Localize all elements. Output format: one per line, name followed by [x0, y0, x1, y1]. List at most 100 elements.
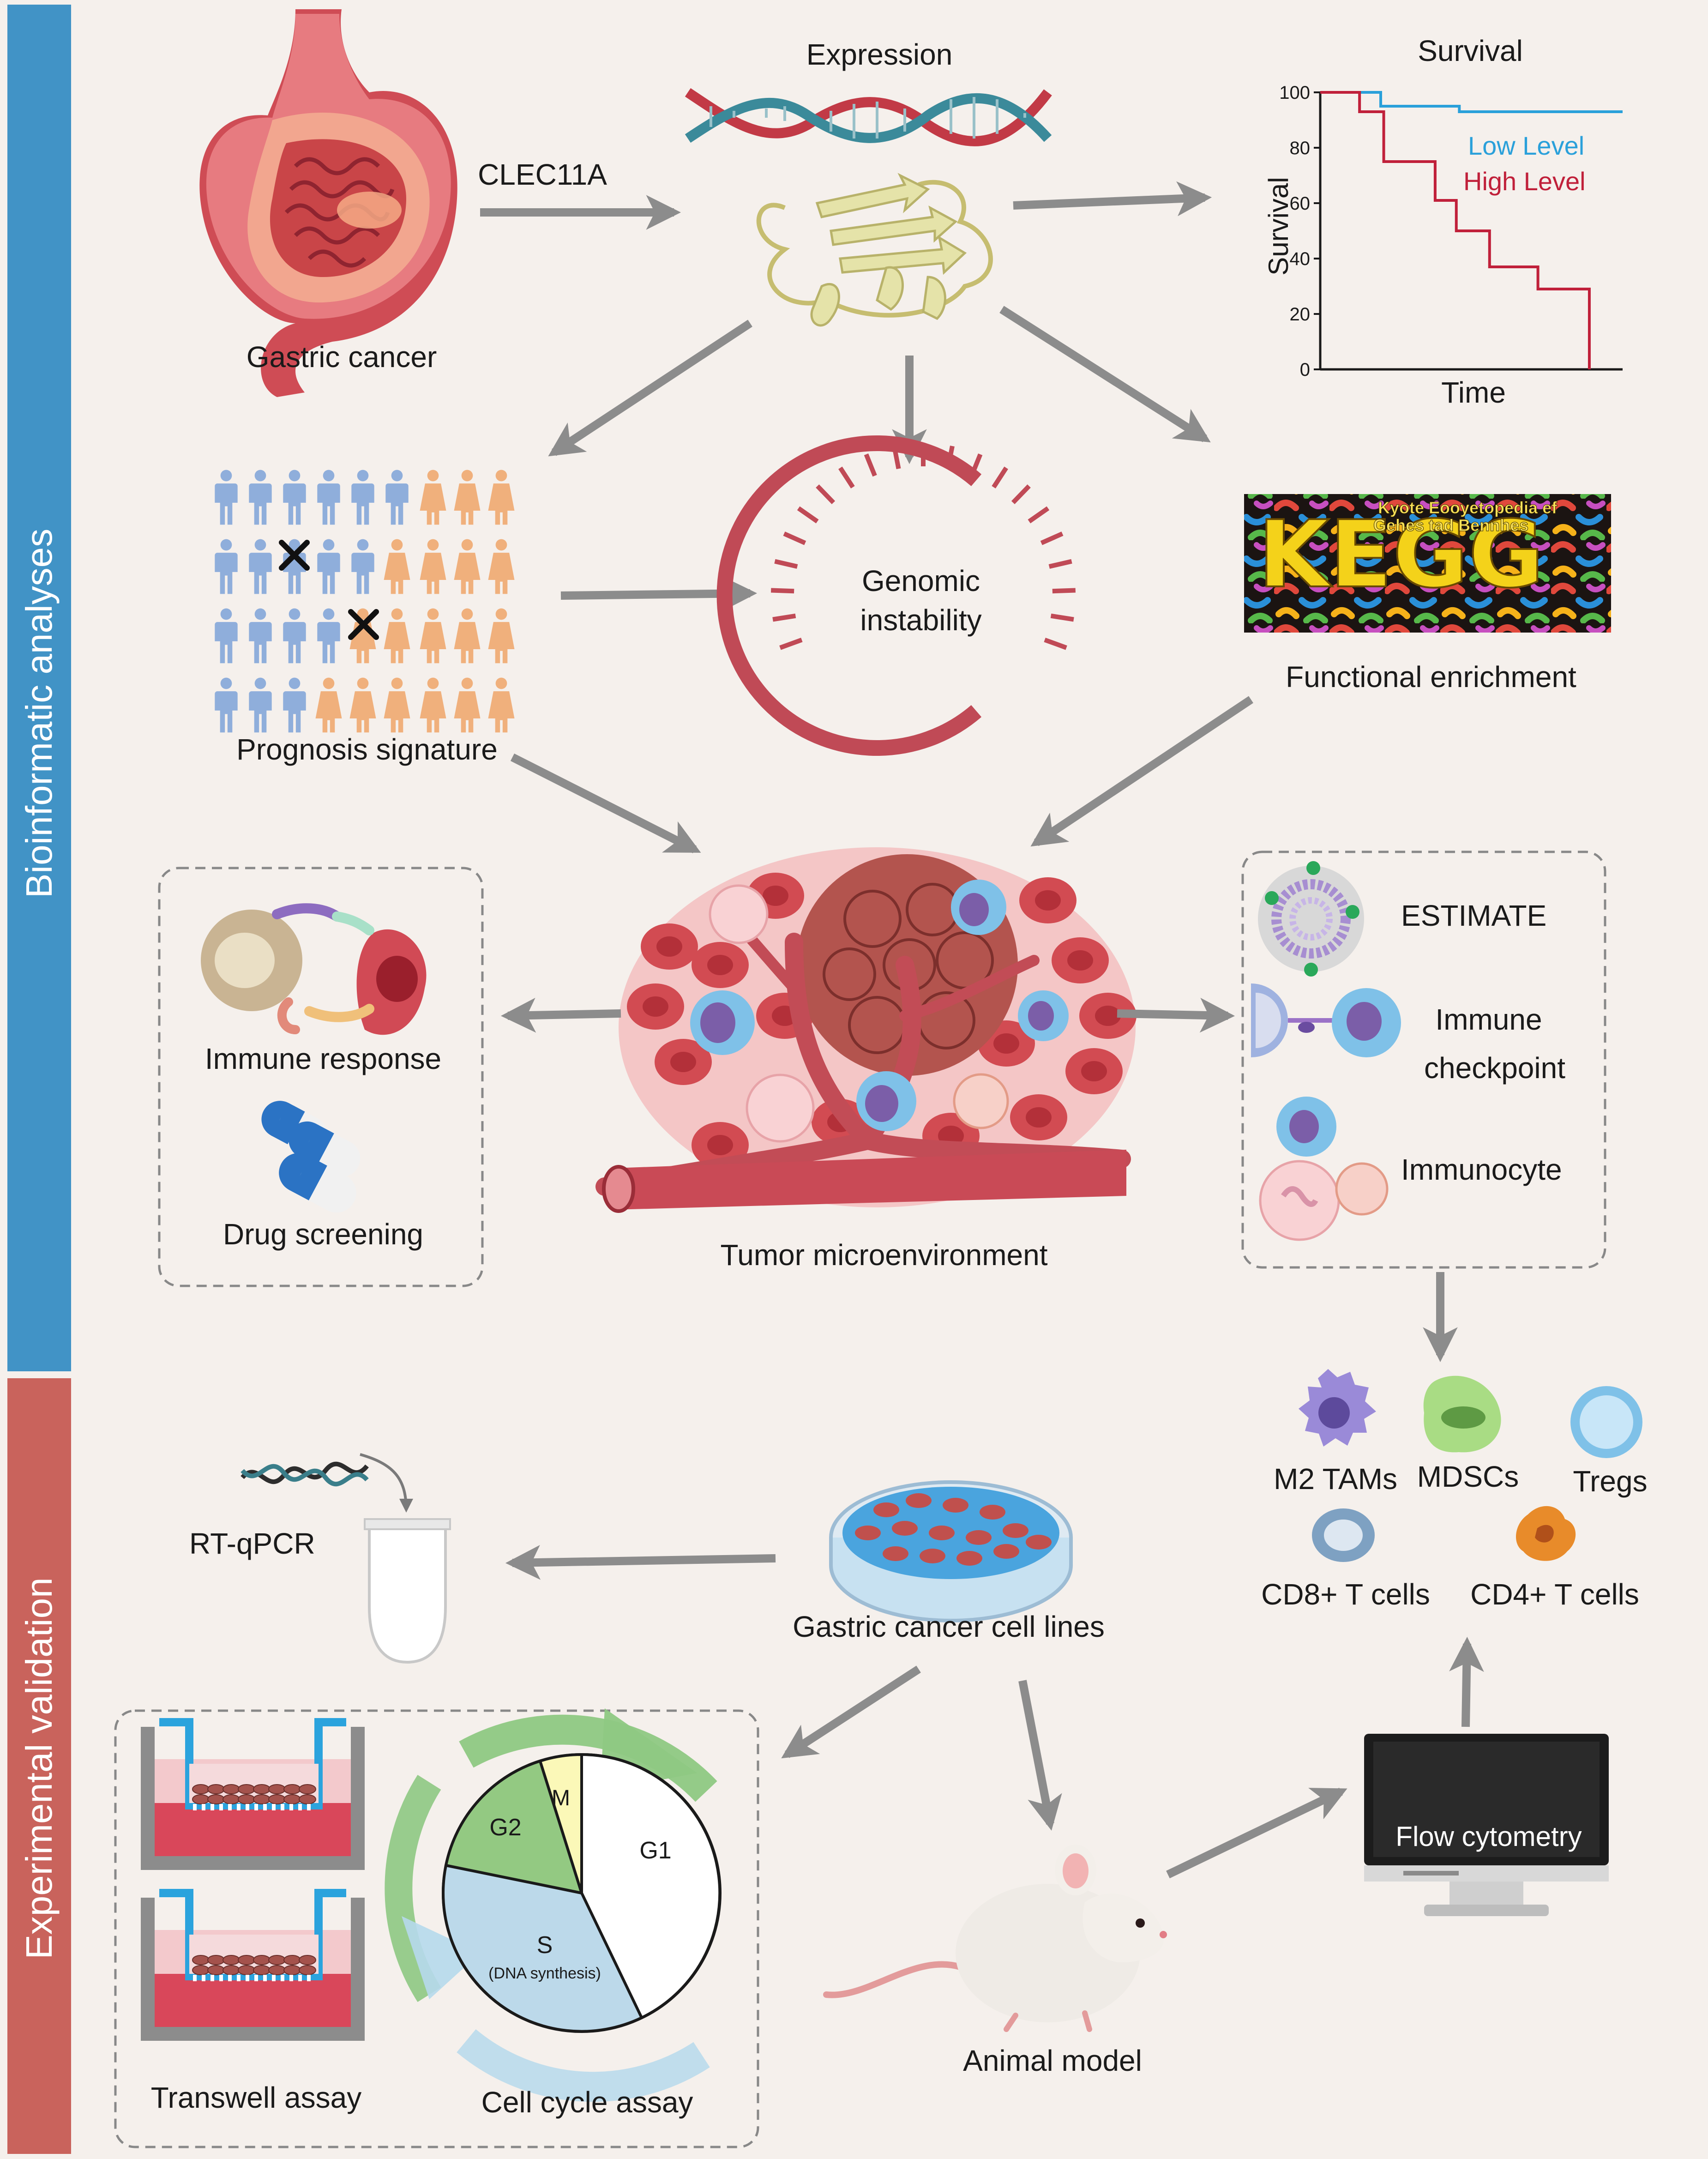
kegg-title-text: Kyote Eooyetopedia ef: [1378, 498, 1558, 517]
m-label: M: [552, 1786, 570, 1810]
arrow-cell-lines-to-assays: [781, 1665, 921, 1759]
arrow-animal-to-flow: [1166, 1787, 1347, 1879]
migrating-cell: [238, 1965, 255, 1975]
migrating-cell: [238, 1794, 255, 1804]
sidebar: Bioinformatic analyses Experimental vali…: [7, 5, 71, 2154]
flow-cytometry-label: Flow cytometry: [1395, 1821, 1582, 1852]
survival-tick-label: 60: [1290, 193, 1311, 214]
prognosis-label: Prognosis signature: [236, 733, 498, 766]
deceased-marks: [279, 540, 379, 640]
cultured-cell: [1003, 1523, 1028, 1538]
migrating-cell: [268, 1955, 286, 1965]
estimate-label: ESTIMATE: [1401, 899, 1546, 932]
migrating-cell: [299, 1794, 316, 1804]
migrating-cell: [283, 1965, 301, 1975]
immunocyte-icon: [1259, 1097, 1389, 1241]
migrating-cell: [299, 1965, 316, 1975]
left-dashed-box: [158, 867, 484, 1287]
arrow-flow-to-immune-cells: [1449, 1636, 1484, 1727]
kegg-logo: KEGG Kyote Eooyetopedia ef Gehes tad Ben…: [1244, 494, 1611, 633]
expression-label: Expression: [806, 38, 953, 71]
tme-label: Tumor microenvironment: [721, 1238, 1048, 1272]
migrating-cell: [268, 1794, 286, 1804]
dna-tooth: [969, 453, 983, 477]
dna-tooth: [774, 559, 798, 569]
cultured-cell: [892, 1521, 918, 1536]
survival-tick-label: 40: [1290, 249, 1311, 269]
migrating-cell: [223, 1965, 240, 1975]
immunocyte-label: Immunocyte: [1401, 1153, 1562, 1186]
survival-ylabel: Survival: [1263, 177, 1294, 275]
cross-mark-1: [279, 540, 310, 571]
survival-tick-label: 80: [1290, 138, 1311, 158]
dna-tooth: [779, 638, 803, 650]
migrating-cell: [192, 1794, 210, 1804]
migrating-cell: [223, 1784, 240, 1794]
survival-series: [1320, 91, 1623, 369]
drug-capsules-illustration: [261, 1101, 361, 1213]
migrating-cell: [283, 1784, 301, 1794]
genomic-instability-dna-arc: [716, 435, 1076, 756]
mdscs-label: MDSCs: [1417, 1460, 1519, 1493]
migrating-cell: [268, 1965, 286, 1975]
migrating-cell: [238, 1784, 255, 1794]
cultured-cell: [929, 1526, 955, 1540]
dna-tooth: [892, 446, 901, 470]
right-dashed-box: [1241, 850, 1606, 1269]
tregs-label: Tregs: [1573, 1465, 1647, 1498]
dna-tooth: [945, 446, 955, 470]
arrow-cell-lines-to-animal: [1018, 1680, 1062, 1831]
arrow-rna-to-tube: [360, 1453, 413, 1513]
flow-cytometry-monitor: [1364, 1734, 1609, 1916]
checkpoint-label-line2: checkpoint: [1424, 1051, 1565, 1085]
sidebar-bottom-band: [7, 1378, 71, 2154]
dna-tooth: [838, 466, 855, 488]
pie-slice-s: [442, 1863, 644, 2033]
transwell-insert-2: [141, 1889, 365, 2041]
survival-axes: [1319, 92, 1623, 371]
m2-tam-icon: [1299, 1369, 1376, 1447]
survival-tick-label: 20: [1290, 304, 1311, 325]
drug-screening-label: Drug screening: [223, 1218, 423, 1251]
immune-cells-in-tme: [690, 880, 1069, 1143]
migrating-cell: [238, 1955, 255, 1965]
migrating-cell: [268, 1784, 286, 1794]
pie-slice-g2: [444, 1759, 584, 1895]
dna-helix-illustration: [685, 88, 1052, 146]
migrating-cell: [223, 1955, 240, 1965]
cultured-cell: [906, 1493, 932, 1508]
animal-model-label: Animal model: [963, 2044, 1142, 2077]
mouse-illustration: [823, 1845, 1167, 2032]
gene-label: CLEC11A: [478, 158, 607, 191]
tregs-icon: [1570, 1386, 1642, 1458]
migrating-cell: [192, 1955, 210, 1965]
arrow-tme-to-right-box: [1117, 997, 1235, 1033]
gastric-cancer-label: Gastric cancer: [247, 340, 437, 374]
immune-response-label: Immune response: [205, 1042, 441, 1075]
cultured-cell: [855, 1526, 881, 1540]
immune-response-illustration: [201, 903, 427, 1035]
functional-enrichment-label: Functional enrichment: [1286, 660, 1576, 694]
protein-structure-illustration: [756, 173, 993, 327]
stomach-illustration: [199, 9, 457, 397]
cultured-cell: [956, 1551, 982, 1566]
dna-tooth: [1040, 531, 1064, 545]
pie-slice-m: [538, 1753, 583, 1894]
survival-xlabel: Time: [1441, 376, 1506, 409]
genomic-label-line1: Genomic: [862, 564, 980, 597]
dna-tooth: [771, 588, 794, 594]
dna-tooth: [1052, 588, 1076, 594]
arrow-expression-to-prognosis: [548, 320, 752, 457]
legend-low-level: Low Level: [1468, 131, 1584, 160]
arrow-kegg-to-tme: [1030, 696, 1253, 847]
migrating-cell: [283, 1955, 301, 1965]
sidebar-top-label: Bioinformatic analyses: [18, 529, 60, 898]
migrating-cell: [283, 1794, 301, 1804]
survival-tick-label: 100: [1279, 83, 1310, 103]
arrow-prognosis-to-tme: [510, 753, 701, 854]
dna-tooth: [1048, 559, 1072, 569]
pcr-tube-icon: [364, 1518, 451, 1664]
dna-tooth: [783, 531, 806, 545]
